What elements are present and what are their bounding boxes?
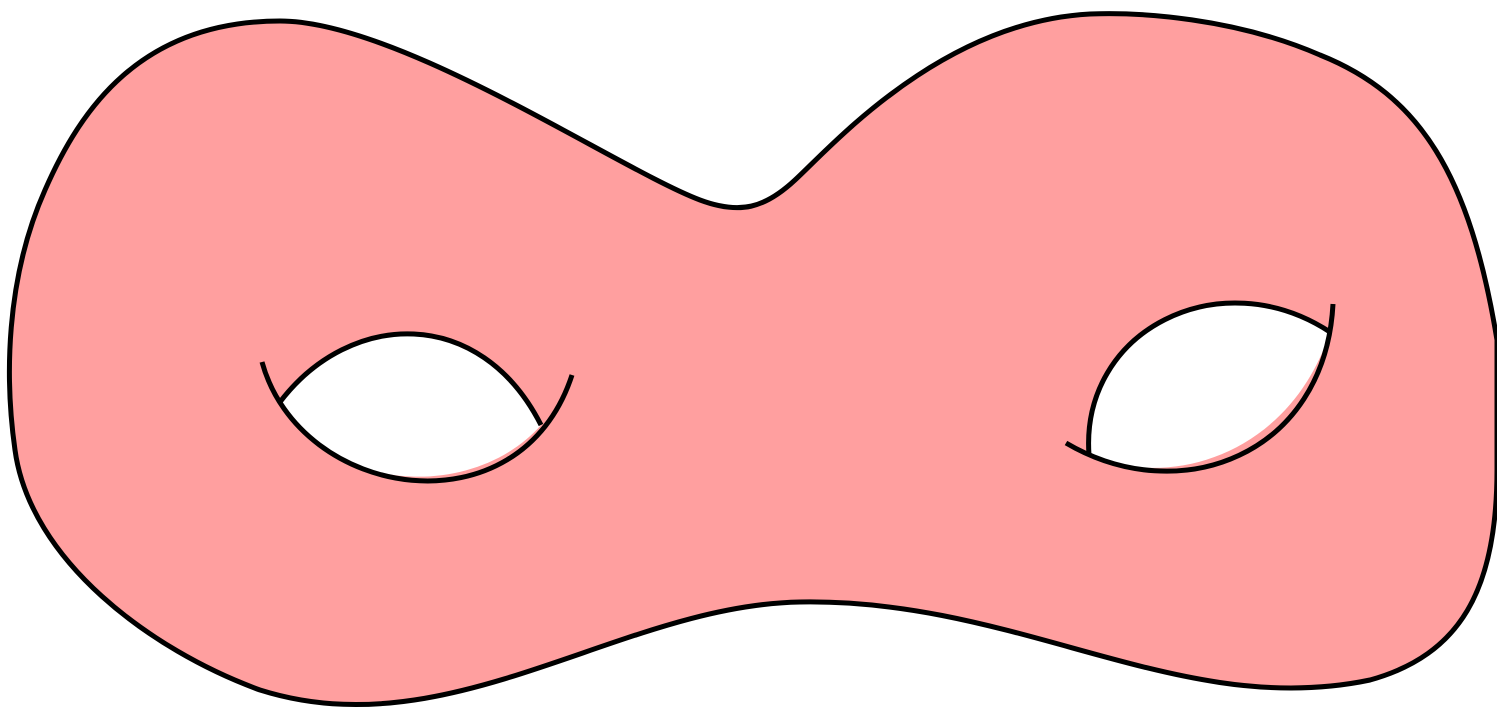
genus-two-surface-diagram — [0, 0, 1497, 715]
